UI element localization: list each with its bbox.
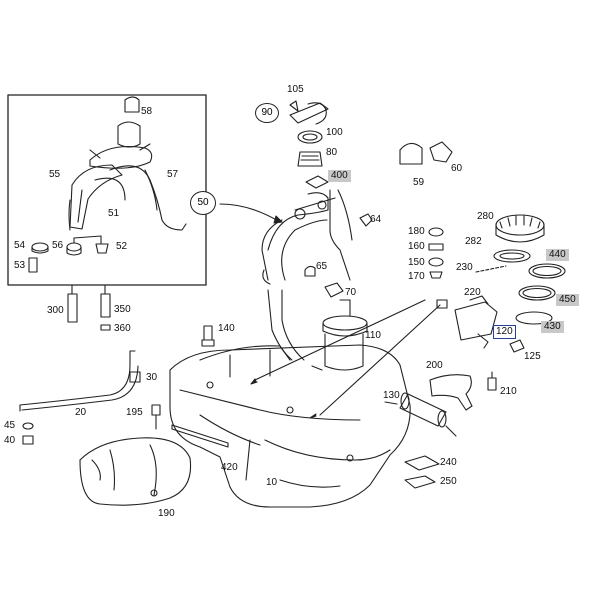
label-110: 110 [365,330,381,341]
part-125-shape [509,339,525,353]
part-420-shape [171,424,229,448]
label-125: 125 [524,351,541,362]
label-300: 300 [47,305,64,316]
label-60: 60 [451,163,463,174]
part-140-shape [201,325,215,347]
label-130: 130 [383,390,400,401]
label-40: 40 [4,435,16,446]
part-350-shape [100,293,111,318]
label-200: 200 [426,360,443,371]
label-45: 45 [4,420,16,431]
part-360-shape [100,324,111,331]
callout-50[interactable]: 50 [190,191,216,215]
label-450: 450 [556,294,579,306]
label-20: 20 [75,407,87,418]
label-140: 140 [218,323,235,334]
label-282: 282 [465,236,482,247]
filler-neck-50 [261,189,353,285]
heat-shield-190 [79,437,192,506]
part-240-shape [404,455,440,471]
label-210: 210 [500,386,517,397]
inset-detail-frame [7,94,207,286]
nut-40-shape [22,435,34,445]
part-170-shape [429,271,443,279]
part-250-shape [404,475,436,489]
part-150-shape [428,257,444,267]
label-180: 180 [408,226,425,237]
nut-30-shape [129,371,141,383]
label-250: 250 [440,476,457,487]
label-105: 105 [287,84,304,95]
label-80: 80 [326,147,338,158]
label-52: 52 [116,241,128,252]
part-180-shape [428,227,444,237]
label-65: 65 [316,261,328,272]
fuel-tank-10 [169,344,411,508]
label-360: 360 [114,323,131,334]
label-59: 59 [413,177,425,188]
filler-neck-assembly-inset [28,96,187,273]
washer-45-shape [22,422,34,430]
label-430: 430 [541,321,564,333]
part-230-shape [475,265,507,273]
part-300-shape [67,293,78,323]
fuel-pump-110 [311,299,368,371]
callout-90-label: 90 [261,107,273,118]
leader-line-220 [254,299,426,381]
part-70-shape [324,282,344,298]
label-30: 30 [146,372,158,383]
fuel-filter-130 [384,392,457,437]
label-54: 54 [14,240,26,251]
label-53: 53 [14,260,26,271]
pump-lock-rings [493,214,566,325]
label-170: 170 [408,271,425,282]
bracket-200-shape [429,374,473,411]
label-240: 240 [440,457,457,468]
filler-neck-top-parts [289,100,329,189]
label-70: 70 [345,287,357,298]
part-160-shape [428,243,444,251]
label-10: 10 [266,477,278,488]
label-55: 55 [49,169,61,180]
label-100: 100 [326,127,343,138]
sending-unit-120 [436,295,498,349]
label-280: 280 [477,211,494,222]
part-60-shape [429,141,453,163]
tank-vent-lines [267,289,305,361]
part-59-shape [399,142,423,165]
label-350: 350 [114,304,131,315]
label-57: 57 [167,169,179,180]
bolt-210-shape [487,371,497,391]
label-420: 420 [221,462,238,473]
callout-50-label: 50 [197,197,209,208]
part-65-shape [304,265,316,277]
callout-90[interactable]: 90 [255,103,279,123]
label-56: 56 [52,240,64,251]
bolt-195-shape [151,404,161,430]
tank-strap-20 [19,350,136,406]
part-64-shape [359,213,373,227]
label-51: 51 [108,208,120,219]
label-58: 58 [141,106,153,117]
leader-line-120 [319,304,441,416]
label-150: 150 [408,257,425,268]
label-440: 440 [546,249,569,261]
label-120[interactable]: 120 [493,325,516,339]
label-195: 195 [126,407,143,418]
label-190: 190 [158,508,175,519]
label-400: 400 [328,170,351,182]
label-220: 220 [464,287,481,298]
label-64: 64 [370,214,382,225]
label-160: 160 [408,241,425,252]
callout-arrow-50 [219,203,281,223]
label-230: 230 [456,262,473,273]
